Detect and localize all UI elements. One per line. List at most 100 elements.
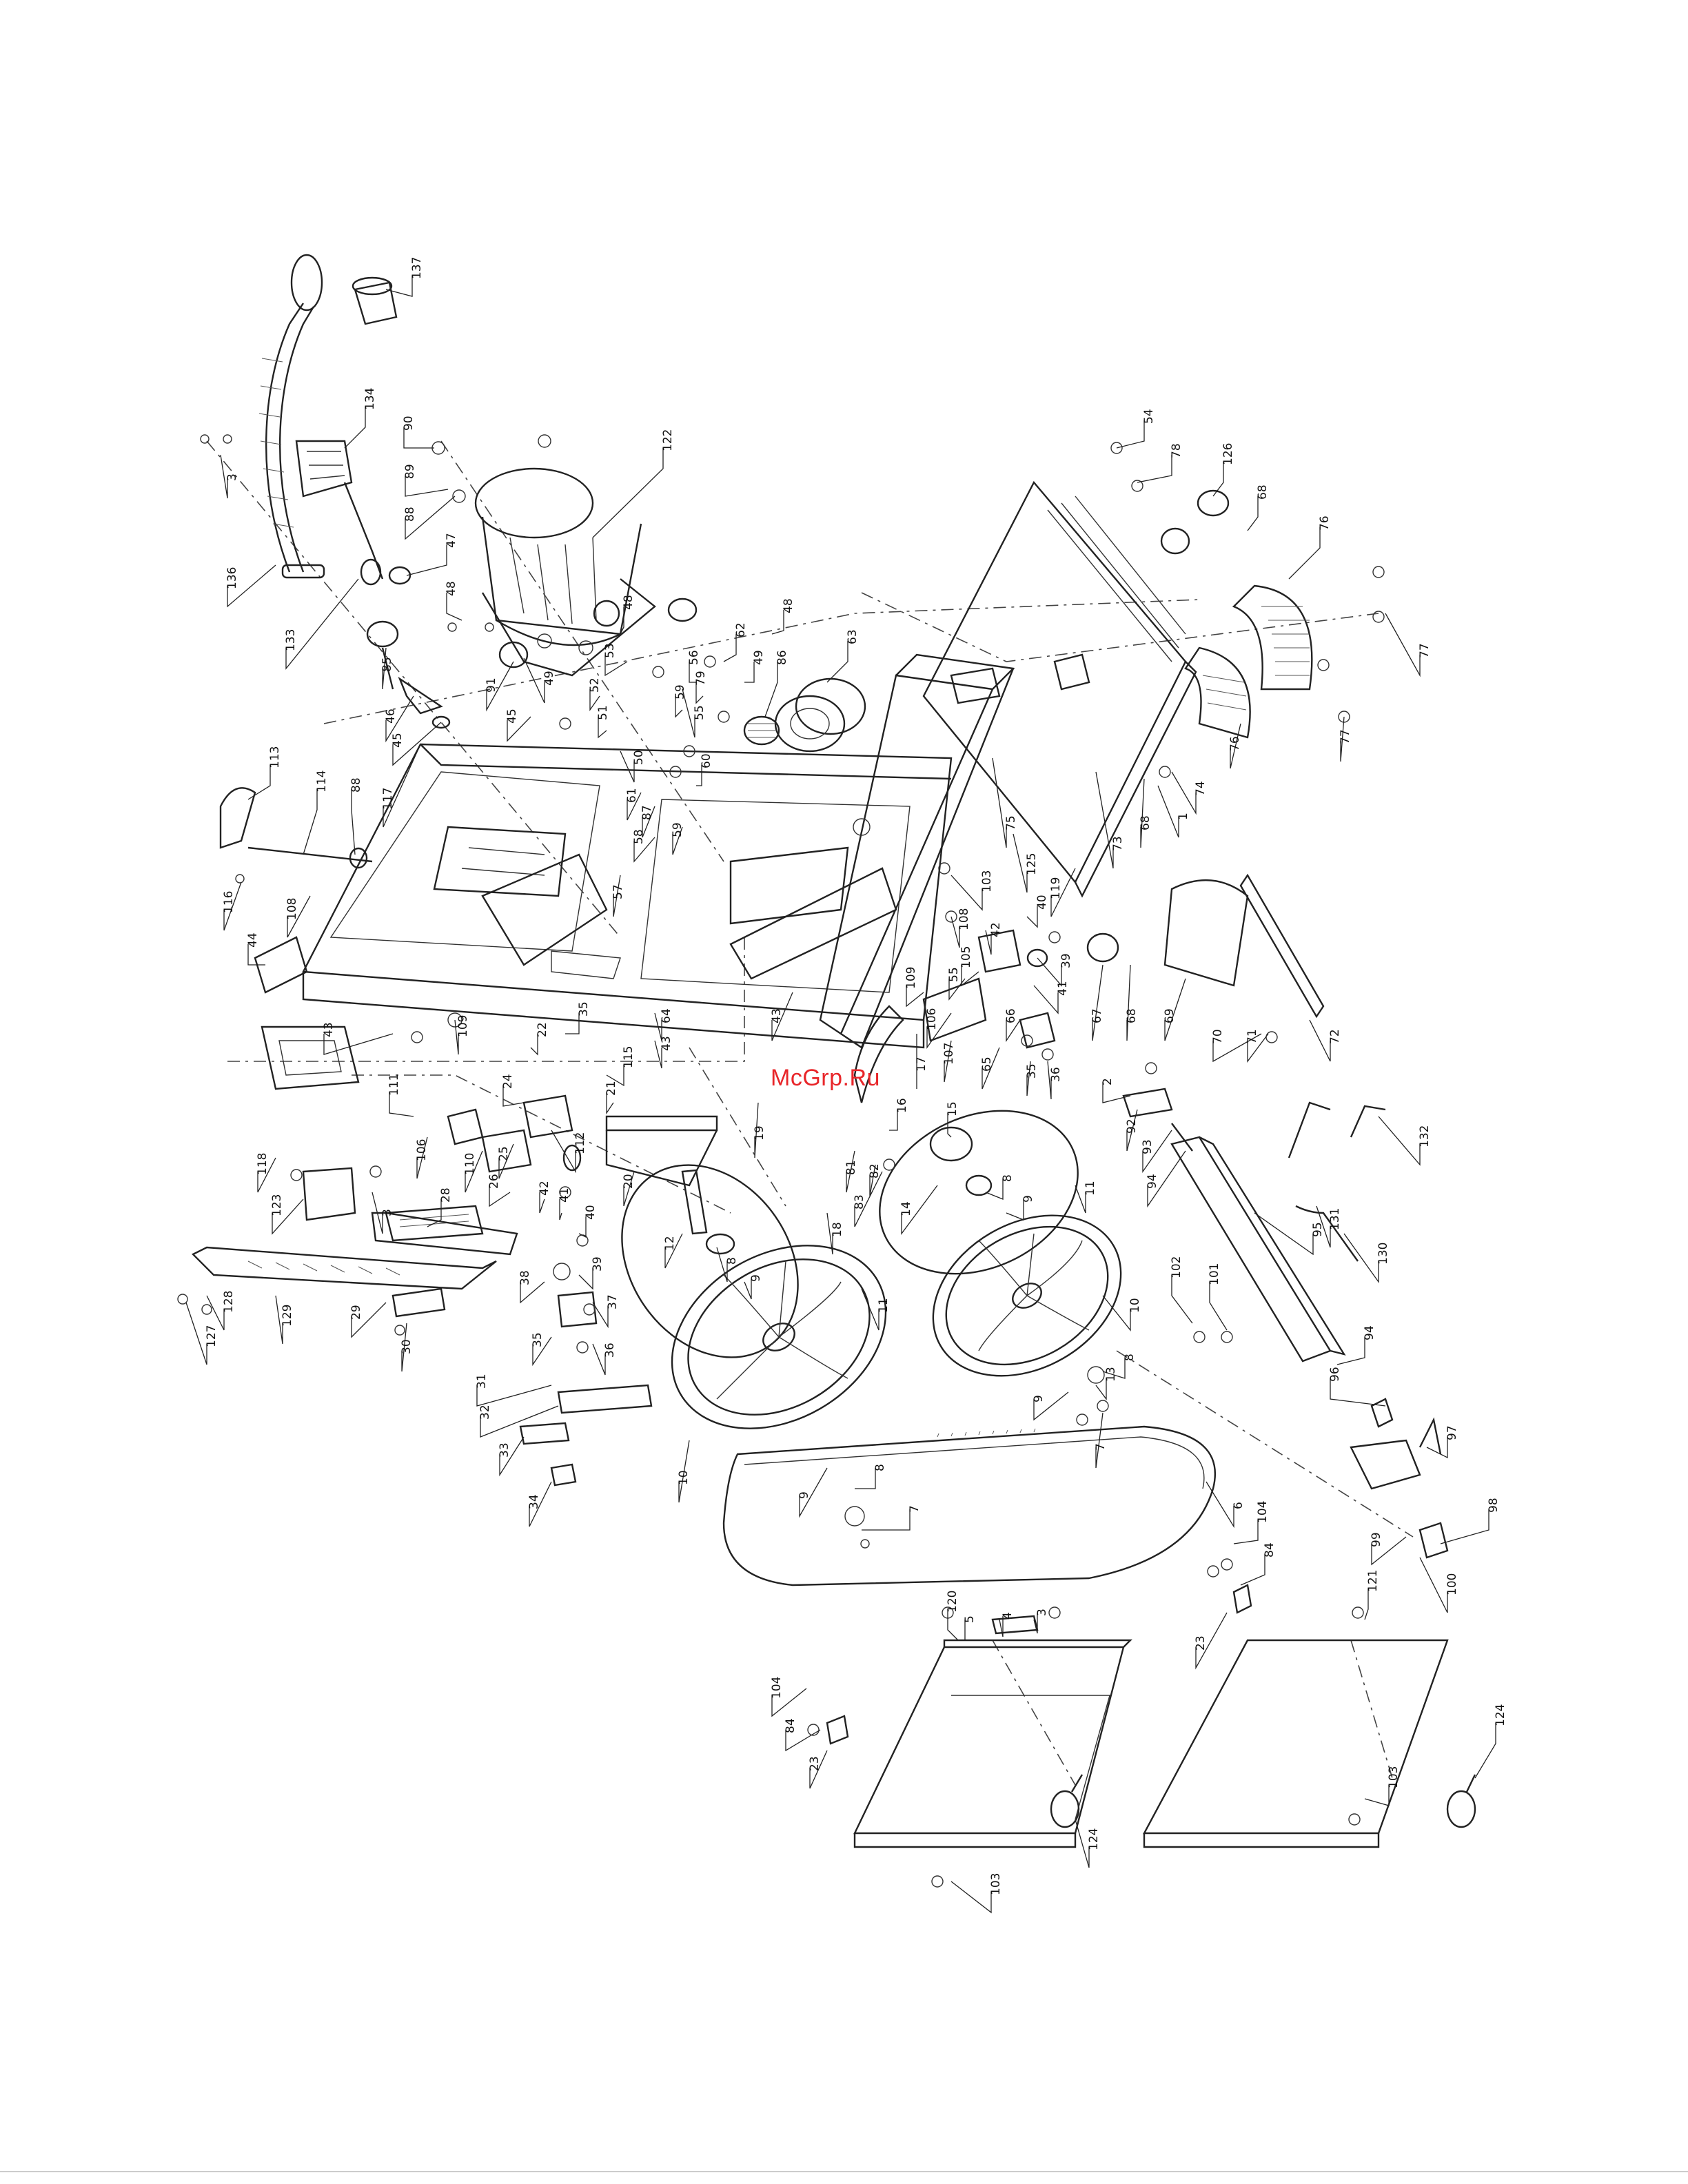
callout-leader-c103b	[950, 1881, 992, 1914]
callout-leader-c8b	[716, 1247, 728, 1283]
callout-leader-c34	[529, 1481, 552, 1527]
callout-leader-c25	[498, 1143, 514, 1179]
callout-leader-c13	[1095, 1378, 1107, 1400]
callout-label-c109a: 109	[456, 1015, 470, 1037]
guide-post-95	[1170, 1136, 1346, 1363]
callout-label-c55: 55	[693, 705, 706, 720]
callout-label-c50: 50	[632, 750, 646, 765]
callout-label-c120: 120	[946, 1591, 959, 1613]
callout-leader-c122	[592, 448, 664, 538]
callout-label-c124a: 124	[1087, 1828, 1101, 1850]
callout-leader-c55b	[948, 978, 966, 1001]
callout-leader-c117	[383, 744, 421, 828]
callout-label-c1: 1	[1177, 813, 1190, 820]
callout-leader-c93	[1142, 1130, 1172, 1174]
callout-label-c84a: 84	[1263, 1542, 1277, 1558]
callout-label-c7a: 7	[1094, 1443, 1108, 1451]
callout-label-c11b: 11	[877, 1298, 891, 1313]
callout-label-c40a: 40	[1035, 895, 1049, 910]
upper-wheel-hub	[929, 1126, 993, 1196]
callout-leader-c84a	[1240, 1554, 1265, 1586]
callout-leader-c42b	[539, 1192, 545, 1214]
callout-label-c116: 116	[222, 891, 236, 913]
callout-leader-c47	[406, 544, 447, 576]
callout-label-c39a: 39	[1059, 953, 1073, 968]
callout-label-c57: 57	[611, 884, 625, 899]
callout-leader-c56	[689, 662, 696, 683]
callout-label-c10b: 10	[677, 1470, 691, 1485]
callout-label-c112: 112	[573, 1132, 587, 1154]
callout-label-c69: 69	[1163, 1008, 1177, 1023]
callout-leader-c84b	[785, 1729, 821, 1752]
callout-leader-c49a	[523, 657, 545, 704]
callout-label-c41b: 41	[558, 1187, 571, 1203]
lower-blade-guide	[385, 1094, 718, 1242]
callout-label-c55b: 55	[947, 967, 961, 982]
callout-label-c79: 79	[694, 671, 708, 686]
callout-leader-c52	[589, 689, 600, 712]
callout-label-c110: 110	[463, 1153, 477, 1175]
callout-leader-c48c	[771, 610, 784, 635]
callout-label-c93: 93	[1141, 1139, 1155, 1154]
callout-label-c39b: 39	[591, 1256, 604, 1272]
callout-label-c108b: 108	[957, 908, 971, 930]
callout-label-c15: 15	[946, 1101, 959, 1116]
callout-leader-c68c	[1126, 964, 1131, 1041]
callout-label-c73: 73	[1111, 836, 1125, 851]
callout-label-c10a: 10	[1128, 1298, 1142, 1313]
callout-leader-c71	[1247, 1033, 1269, 1063]
callout-leader-c59a	[675, 696, 683, 718]
callout-label-c5: 5	[963, 1615, 977, 1623]
callout-leader-c50	[620, 751, 635, 783]
callout-label-c3a: 3	[225, 473, 239, 481]
callout-label-c68c: 68	[1125, 1008, 1139, 1023]
callout-label-c21: 21	[604, 1081, 618, 1096]
callout-leader-c2	[1102, 1082, 1131, 1103]
callout-label-c43a: 43	[322, 1022, 336, 1037]
tension-screw-92	[1122, 1088, 1193, 1152]
callout-leader-c37	[592, 1302, 609, 1329]
callout-label-c53: 53	[603, 643, 617, 658]
gear-86	[743, 715, 780, 746]
lower-wheel	[671, 1245, 887, 1429]
callout-leader-c18	[826, 1212, 833, 1255]
callout-label-c137: 137	[410, 257, 424, 279]
callout-leader-c129	[275, 1295, 283, 1345]
callout-leader-c64	[654, 1012, 662, 1041]
callout-label-c70: 70	[1211, 1029, 1225, 1044]
callout-leaders	[185, 276, 1496, 1914]
callout-label-c17: 17	[915, 1057, 928, 1072]
callout-leader-c86	[764, 662, 778, 717]
callout-label-c122: 122	[661, 429, 675, 451]
callout-leader-c123	[272, 1198, 304, 1235]
callout-label-c64: 64	[660, 1008, 673, 1023]
callout-label-c82: 82	[868, 1163, 882, 1178]
callout-leader-c101	[1209, 1282, 1228, 1331]
callout-label-c115: 115	[622, 1046, 635, 1068]
callout-leader-c127	[185, 1302, 207, 1365]
callout-leader-c77b	[1340, 716, 1345, 762]
callout-label-c52: 52	[588, 677, 602, 693]
lamp-gooseneck	[258, 254, 325, 579]
callout-leader-c43b	[654, 1040, 662, 1069]
callout-label-c84b: 84	[784, 1718, 797, 1733]
callout-label-c43b: 43	[660, 1036, 673, 1051]
callout-label-c104a: 104	[1256, 1501, 1270, 1523]
callout-leader-c126	[1212, 462, 1224, 497]
callout-label-c24: 24	[501, 1074, 515, 1089]
callout-label-c28: 28	[439, 1187, 453, 1203]
fasteners	[177, 434, 1385, 1888]
callout-label-c43c: 43	[770, 1008, 784, 1023]
page-bottom-rule	[0, 2171, 1688, 2172]
callout-leader-c134	[344, 407, 366, 449]
lamp-shade	[352, 276, 398, 325]
callout-leader-c108b	[950, 916, 960, 948]
callout-leader-c103c	[1364, 1785, 1390, 1806]
callout-label-c51: 51	[596, 705, 610, 720]
callout-label-c77b: 77	[1339, 729, 1352, 744]
callout-leader-c8d	[855, 1468, 876, 1489]
callout-label-c40b: 40	[584, 1205, 598, 1220]
callout-leader-c118	[257, 1157, 276, 1193]
callout-label-c91: 91	[485, 677, 498, 693]
callout-label-c68b: 68	[1139, 815, 1152, 830]
